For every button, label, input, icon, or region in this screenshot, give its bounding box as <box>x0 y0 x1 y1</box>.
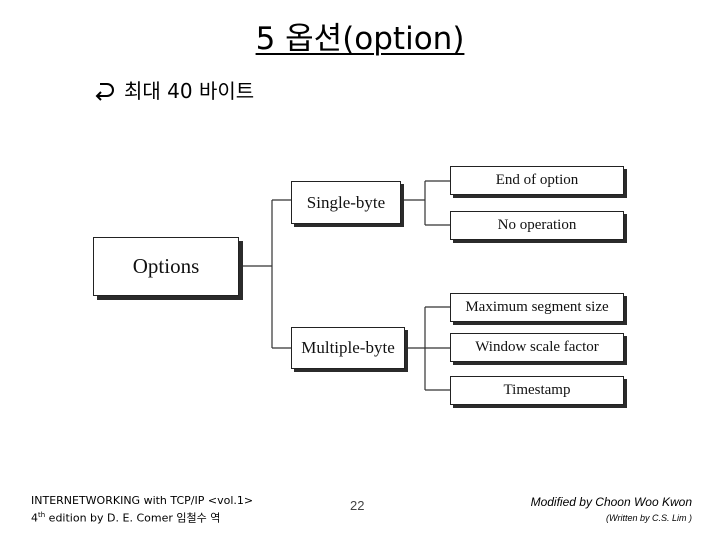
page-number: 22 <box>350 498 365 513</box>
window-scale-factor-node: Window scale factor <box>450 333 624 362</box>
footer-edition: 4th edition by D. E. Comer 임철수 역 <box>31 508 253 526</box>
footer-edition-number: 4 <box>31 511 38 525</box>
footer-edition-text: edition by D. E. Comer 임철수 역 <box>45 511 221 525</box>
footer-modified-credit: Modified by Choon Woo Kwon (Written by C… <box>531 494 692 525</box>
footer-written-by: (Written by C.S. Lim ) <box>605 513 692 523</box>
maximum-segment-size-node: Maximum segment size <box>450 293 624 322</box>
bullet-row: 최대 40 바이트 <box>92 76 254 106</box>
slide-title: 5 옵션(option) <box>255 21 465 57</box>
options-node: Options <box>93 237 239 296</box>
end-of-option-node: End of option <box>450 166 624 195</box>
footer-edition-suffix: th <box>38 511 46 519</box>
right-hook-arrow-icon <box>95 83 114 101</box>
multiple-byte-node: Multiple-byte <box>291 327 405 369</box>
timestamp-node: Timestamp <box>450 376 624 405</box>
no-operation-node: No operation <box>450 211 624 240</box>
bullet-text: 최대 40 바이트 <box>124 79 255 103</box>
single-byte-node: Single-byte <box>291 181 401 224</box>
footer-book-title: INTERNETWORKING with TCP/IP <vol.1> <box>31 494 254 507</box>
footer-modified-by: Modified by Choon Woo Kwon <box>530 495 692 509</box>
footer-book-credit: INTERNETWORKING with TCP/IP <vol.1> 4th … <box>31 493 253 526</box>
